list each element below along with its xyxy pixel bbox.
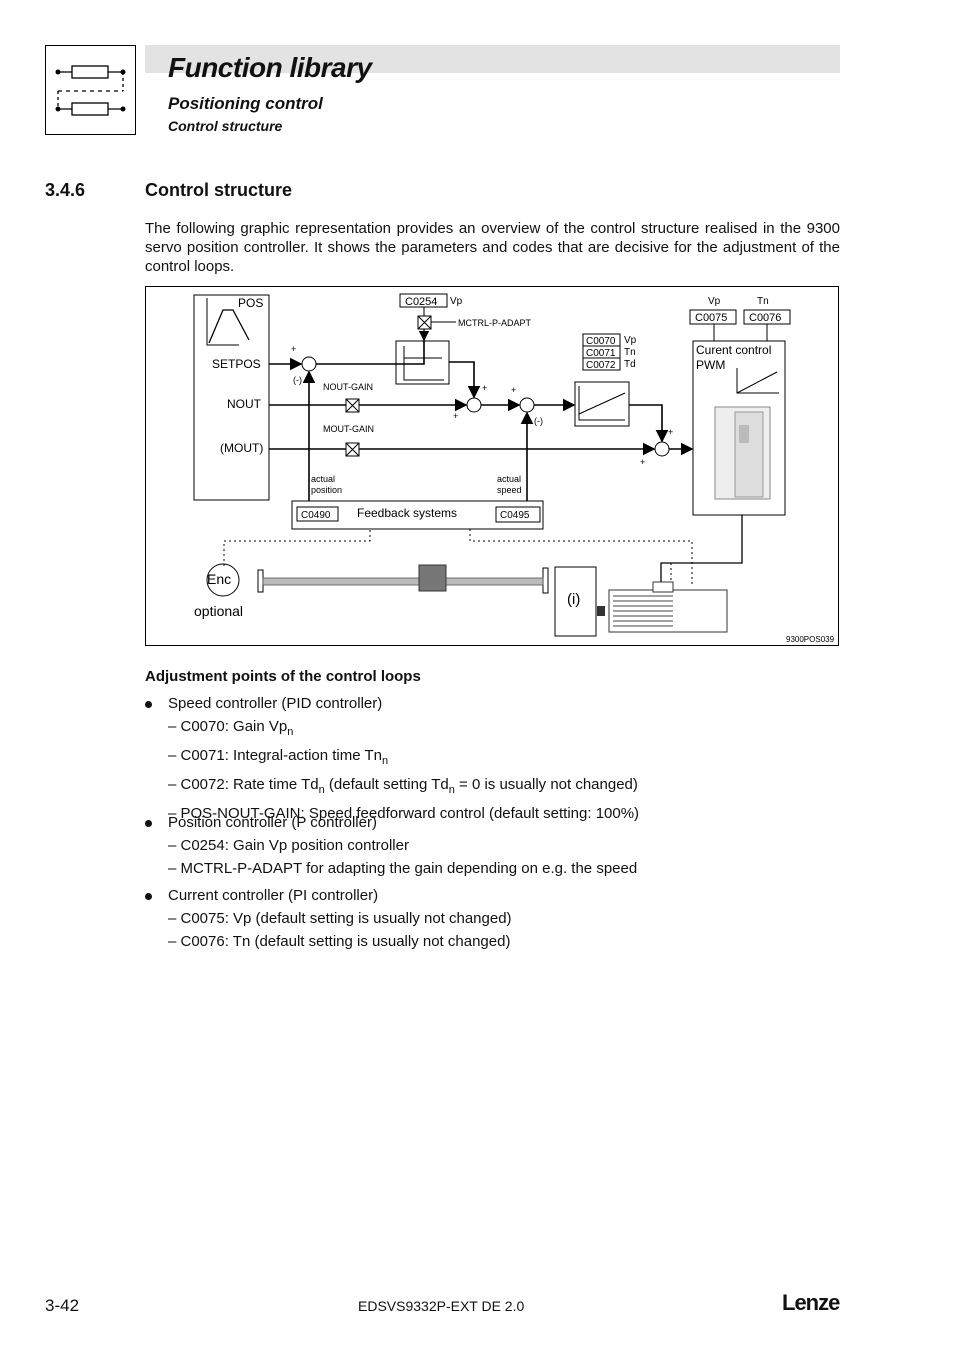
current-controller-heading: Current controller (PI controller) (168, 887, 379, 904)
optional-label: optional (194, 603, 243, 619)
position-controller-heading: Position controller (P controller) (168, 814, 377, 831)
c0495-code: C0495 (500, 510, 530, 521)
page-title: Function library (168, 52, 372, 83)
list-item: Position controller (P controller) (145, 811, 845, 834)
motor-illustration (597, 581, 728, 633)
section-title: Control structure (145, 180, 293, 200)
profile-axes (206, 298, 239, 346)
mctrl-label: MCTRL-P-ADAPT (458, 318, 532, 328)
ball-screw (262, 577, 544, 586)
setpos-label: SETPOS (212, 357, 261, 371)
c0072-code: C0072 (586, 360, 616, 371)
enc-label: Enc (207, 571, 231, 587)
plus-sign: + (453, 411, 458, 421)
item-text: – C0071: Integral-action time Tn (168, 747, 383, 764)
list-item: – C0076: Tn (default setting is usually … (168, 933, 511, 950)
item-text: = 0 is usually not changed) (454, 776, 638, 793)
actual-speed-label-2: speed (497, 485, 522, 495)
mout-gain-label: MOUT-GAIN (323, 424, 374, 434)
encoder-circle (206, 563, 240, 597)
profile-curve (208, 309, 250, 344)
position-controller-list: Position controller (P controller) – C02… (145, 811, 845, 880)
c0076-code: C0076 (749, 312, 781, 324)
sum-junction-1 (301, 356, 317, 372)
item-text: (default setting Td (324, 776, 449, 793)
list-item: – POS-NOUT-GAIN: Speed feedforward contr… (168, 805, 640, 822)
gearbox-label: (i) (567, 591, 580, 608)
c0490-code: C0490 (301, 510, 331, 521)
minus-sign: (-) (293, 375, 302, 385)
servo-drive-illustration (714, 406, 771, 500)
nout-gain-label: NOUT-GAIN (323, 382, 373, 392)
adjustment-heading: Adjustment points of the control loops (145, 668, 421, 685)
list-item: – C0072: Rate time Tdn (default setting … (145, 773, 845, 802)
list-item: – C0070: Gain Vpn (145, 715, 845, 744)
figure-id: 9300POS039 (786, 635, 835, 644)
feedback-box (291, 500, 544, 530)
minus-sign: (-) (534, 416, 543, 426)
sum-junction-3 (519, 397, 535, 413)
item-subscript: n (318, 784, 325, 796)
current-tn-label: Tn (757, 296, 769, 307)
feedback-label: Feedback systems (357, 506, 457, 520)
intro-paragraph: The following graphic representation pro… (145, 220, 840, 275)
current-vp-label: Vp (708, 296, 721, 307)
list-item: – C0075: Vp (default setting is usually … (168, 910, 512, 927)
actual-speed-label-1: actual (497, 474, 521, 484)
mout-label: (MOUT) (220, 441, 263, 455)
sum-junction-4 (654, 441, 670, 457)
pwm-label: PWM (696, 358, 725, 372)
page-number: 3-42 (45, 1296, 80, 1315)
actual-position-label-2: position (311, 485, 342, 495)
document-code: EDSVS9332P-EXT DE 2.0 (358, 1298, 525, 1314)
speed-controller-list: Speed controller (PID controller) – C007… (145, 692, 845, 825)
title-bar (145, 45, 840, 73)
section-subtitle: Control structure (168, 118, 283, 134)
current-control-label: Curent control (696, 343, 771, 357)
actual-position-label-1: actual (311, 474, 335, 484)
list-item: Current controller (PI controller) (145, 884, 845, 907)
item-subscript: n (448, 784, 455, 796)
item-text: – C0070: Gain Vp (168, 718, 288, 735)
bullet-icon (145, 701, 152, 708)
plus-sign: + (511, 385, 516, 395)
current-controller-box (692, 340, 786, 516)
brand-logo: Lenze (782, 1290, 840, 1315)
pid-vp-label: Vp (624, 335, 637, 346)
control-structure-diagram: POS SETPOS NOUT (MOUT) Feedback systems … (145, 286, 839, 646)
pid-td-label: Td (624, 359, 636, 370)
list-item: – C0254: Gain Vp position controller (168, 837, 409, 854)
c0254-code: C0254 (405, 296, 437, 308)
plus-sign: + (640, 457, 645, 467)
plus-sign: + (668, 427, 673, 437)
chapter-subtitle: Positioning control (168, 94, 323, 113)
c0254-vp-label: Vp (450, 296, 463, 307)
speed-controller-heading: Speed controller (PID controller) (168, 695, 383, 712)
pid-tn-label: Tn (624, 347, 636, 358)
bullet-icon (145, 893, 152, 900)
c0070-code: C0070 (586, 336, 616, 347)
pos-label: POS (238, 296, 263, 310)
spindle-nut (418, 564, 447, 592)
list-item: Speed controller (PID controller) (145, 692, 845, 715)
nout-label: NOUT (227, 397, 262, 411)
plus-sign: + (482, 383, 487, 393)
item-subscript: n (287, 726, 294, 738)
circuit-block-icon (55, 65, 126, 116)
section-number: 3.4.6 (45, 180, 86, 200)
c0075-code: C0075 (695, 312, 727, 324)
list-item: – MCTRL-P-ADAPT for adapting the gain de… (168, 860, 638, 877)
list-item: – C0071: Integral-action time Tnn (145, 744, 845, 773)
profile-generator-box (193, 294, 270, 501)
plus-sign: + (291, 344, 296, 354)
item-subscript: n (382, 755, 389, 767)
item-text: – C0072: Rate time Td (168, 776, 319, 793)
c0071-code: C0071 (586, 348, 616, 359)
header-logo (45, 45, 136, 135)
sum-junction-2 (466, 397, 482, 413)
control-diagram-svg: POS SETPOS NOUT (MOUT) Feedback systems … (193, 293, 835, 644)
gearbox-box (554, 566, 597, 637)
current-controller-list: Current controller (PI controller) – C00… (145, 884, 845, 953)
bullet-icon (145, 820, 152, 827)
